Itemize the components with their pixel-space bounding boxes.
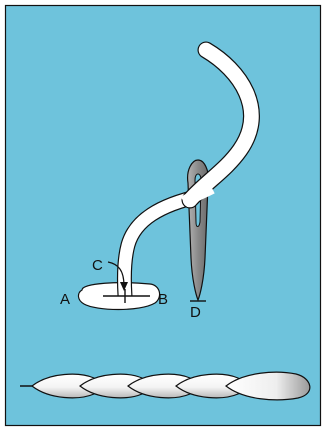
pointer-arrowhead-c	[120, 282, 128, 291]
label-point-b: B	[158, 291, 168, 308]
thread-lower-fill	[118, 189, 202, 297]
label-point-c: C	[92, 257, 103, 274]
chain-stitch-5	[225, 371, 311, 401]
label-point-a: A	[60, 291, 70, 308]
thread-over-needle	[180, 182, 215, 208]
thread-upper-fill	[182, 42, 259, 208]
label-point-d: D	[190, 304, 201, 321]
lazy-daisy-stitch-row	[20, 371, 311, 401]
